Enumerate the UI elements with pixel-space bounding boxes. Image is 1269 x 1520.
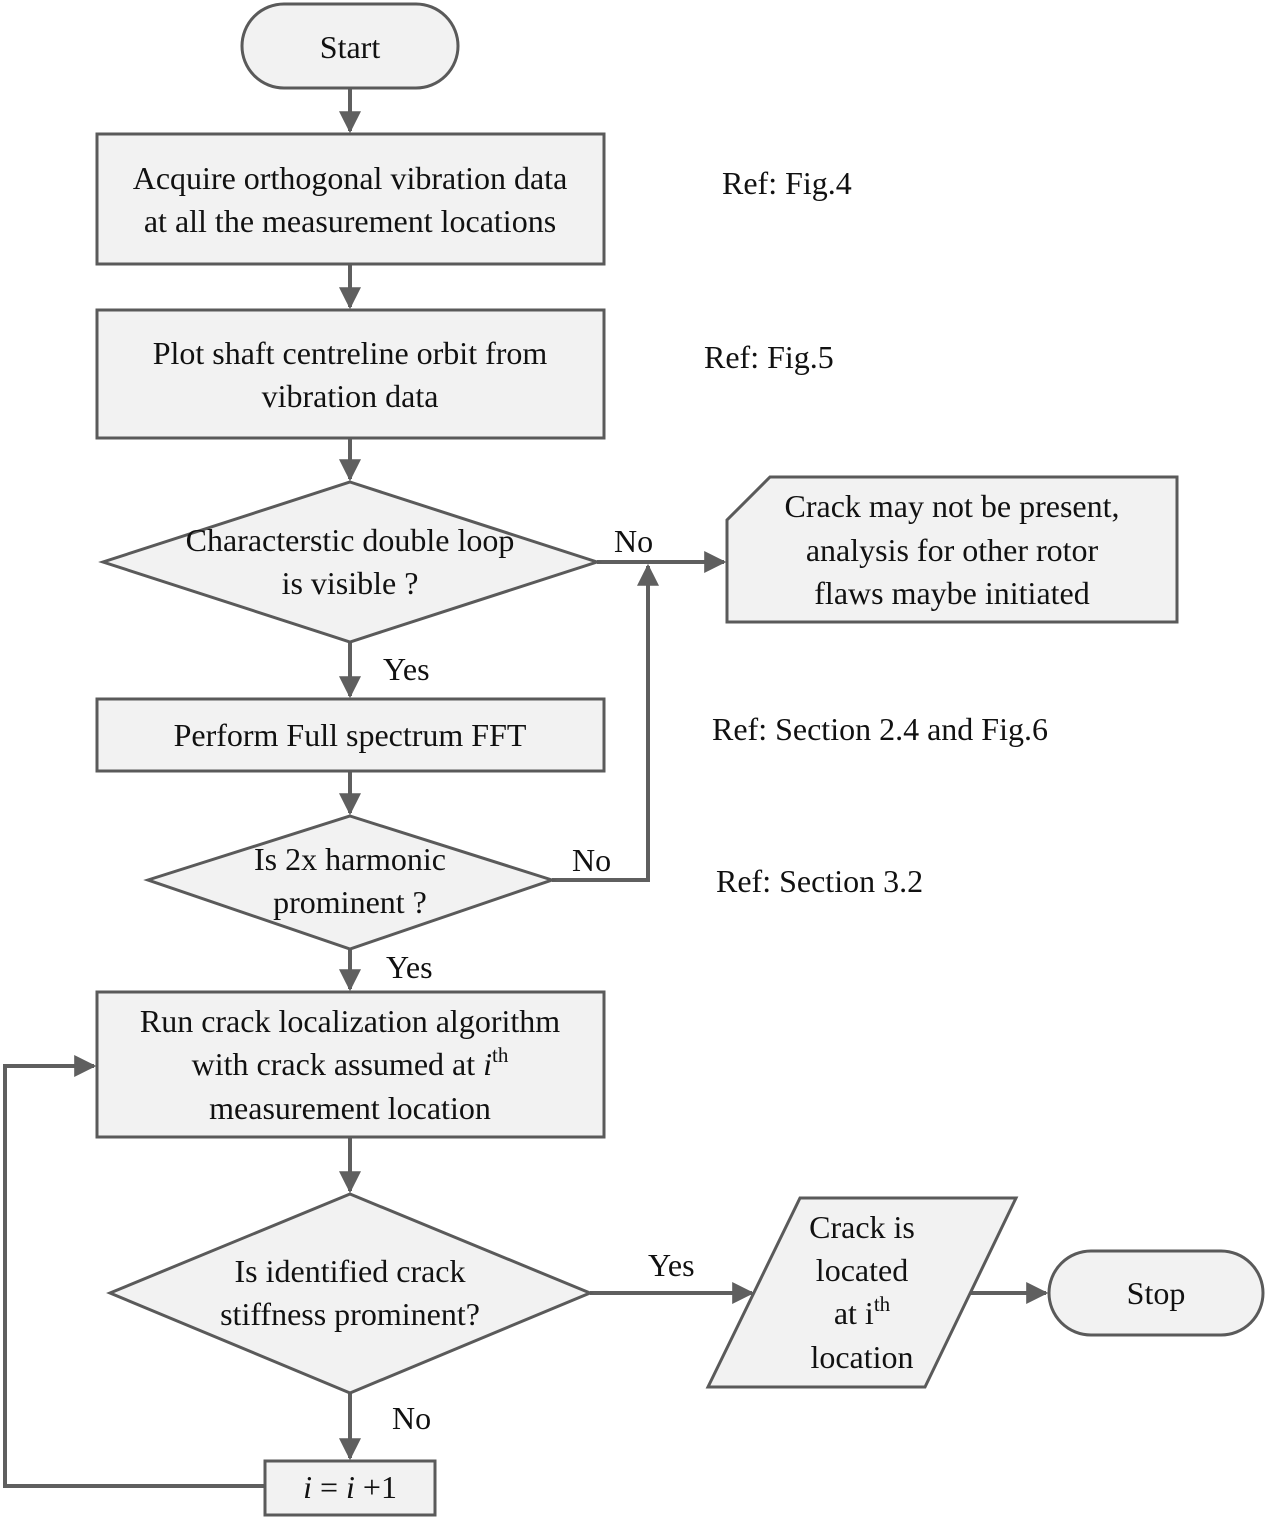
harmonic-yes-label: Yes bbox=[386, 949, 433, 985]
connectors bbox=[3, 89, 1049, 1488]
no-crack-line-1: Crack may not be present, bbox=[785, 488, 1120, 524]
stiffness-yes-label: Yes bbox=[648, 1247, 695, 1283]
no-crack-line-3: flaws maybe initiated bbox=[814, 575, 1089, 611]
ref-harmonic: Ref: Section 3.2 bbox=[716, 863, 923, 899]
start-label: Start bbox=[320, 29, 381, 65]
plot-orbit-line-2: vibration data bbox=[262, 378, 439, 414]
harmonic-decision bbox=[143, 814, 557, 951]
stiffness-decision bbox=[106, 1192, 594, 1395]
stiffness-no-label: No bbox=[392, 1400, 431, 1436]
acquire-data-line-1: Acquire orthogonal vibration data bbox=[133, 160, 568, 196]
crack-located-line-4: location bbox=[810, 1339, 913, 1375]
run-algorithm-line-3: measurement location bbox=[209, 1090, 491, 1126]
plot-orbit-process bbox=[95, 308, 606, 440]
run-algorithm-process bbox=[95, 990, 606, 1139]
double-loop-decision-line-1: Characterstic double loop bbox=[186, 522, 515, 558]
harmonic-decision-line-2: prominent ? bbox=[273, 884, 427, 920]
stop-terminal bbox=[1047, 1249, 1265, 1337]
increment-process bbox=[263, 1459, 437, 1517]
crack-located-line-1: Crack is bbox=[809, 1209, 915, 1245]
loop-no-label: No bbox=[614, 523, 653, 559]
run-algorithm-line-2: with crack assumed at ith bbox=[192, 1043, 509, 1082]
run-algorithm-line-1: Run crack localization algorithm bbox=[140, 1003, 560, 1039]
stop-label: Stop bbox=[1127, 1275, 1186, 1311]
fft-label: Perform Full spectrum FFT bbox=[174, 717, 527, 753]
harmonic-no-label: No bbox=[572, 842, 611, 878]
fft-process bbox=[95, 697, 606, 773]
edge-increment-loop-back bbox=[3, 1055, 265, 1488]
crack-located-line-3: at ith bbox=[834, 1292, 891, 1331]
crack-located-line-2: located bbox=[816, 1252, 908, 1288]
double-loop-decision bbox=[98, 480, 602, 644]
double-loop-decision-line-2: is visible ? bbox=[282, 565, 419, 601]
no-crack-card bbox=[725, 475, 1179, 624]
start-terminal bbox=[240, 2, 460, 90]
ref-fft: Ref: Section 2.4 and Fig.6 bbox=[712, 711, 1048, 747]
acquire-data-line-2: at all the measurement locations bbox=[144, 203, 556, 239]
acquire-data-process bbox=[95, 132, 606, 266]
edge-harmonic-no bbox=[552, 563, 659, 882]
ref-plot: Ref: Fig.5 bbox=[704, 339, 834, 375]
no-crack-line-2: analysis for other rotor bbox=[806, 532, 1099, 568]
stiffness-decision-line-2: stiffness prominent? bbox=[220, 1296, 480, 1332]
crack-located-output bbox=[705, 1196, 1019, 1389]
ref-acquire: Ref: Fig.4 bbox=[722, 165, 852, 201]
harmonic-decision-line-1: Is 2x harmonic bbox=[254, 841, 446, 877]
loop-yes-label: Yes bbox=[383, 651, 430, 687]
plot-orbit-line-1: Plot shaft centreline orbit from bbox=[153, 335, 548, 371]
increment-label: i = i +1 bbox=[303, 1469, 397, 1505]
stiffness-decision-line-1: Is identified crack bbox=[235, 1253, 466, 1289]
